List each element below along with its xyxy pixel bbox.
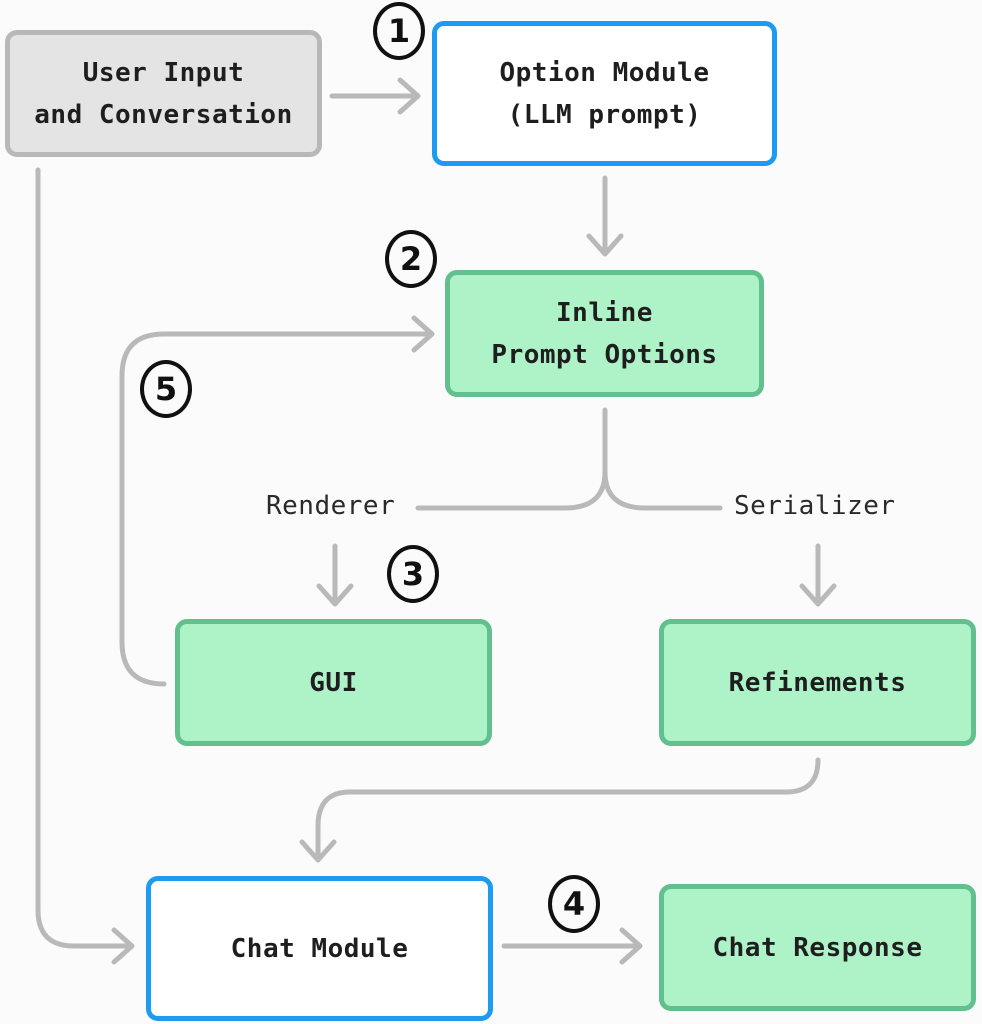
renderer-label: Renderer [260, 491, 402, 521]
arrow-option-module-to-inline-options [586, 175, 624, 257]
step-1-marker: 1 [373, 2, 425, 60]
arrow-input-to-option-module [329, 77, 421, 115]
step-2-marker: 2 [385, 230, 437, 288]
arrow-input-to-chat-module [35, 167, 135, 965]
user-input-label: User Input and Conversation [34, 57, 293, 130]
chat-response-label: Chat Response [712, 932, 923, 963]
arrow-gui-loop-to-inline-options [119, 315, 435, 687]
arrow-inline-options-branch [415, 407, 723, 511]
arrow-chat-module-to-response [501, 927, 643, 965]
arrow-renderer-to-gui [316, 543, 354, 607]
step-4-marker: 4 [548, 875, 600, 933]
chat-module-label: Chat Module [230, 933, 409, 964]
serializer-label: Serializer [728, 491, 902, 521]
inline-prompt-options-node: Inline Prompt Options [445, 270, 764, 397]
gui-label: GUI [309, 667, 358, 698]
arrow-serializer-to-refinements [799, 543, 837, 607]
arrow-refinements-to-chat-module [299, 757, 821, 863]
gui-node: GUI [175, 619, 492, 746]
chat-module-node: Chat Module [146, 876, 493, 1021]
chat-response-node: Chat Response [659, 884, 976, 1011]
inline-prompt-options-label: Inline Prompt Options [491, 297, 718, 370]
refinements-node: Refinements [659, 619, 976, 746]
user-input-node: User Input and Conversation [5, 30, 322, 157]
option-module-node: Option Module (LLM prompt) [432, 21, 777, 166]
refinements-label: Refinements [728, 667, 907, 698]
step-3-marker: 3 [387, 545, 439, 603]
option-module-label: Option Module (LLM prompt) [499, 57, 710, 130]
step-5-marker: 5 [140, 360, 192, 418]
